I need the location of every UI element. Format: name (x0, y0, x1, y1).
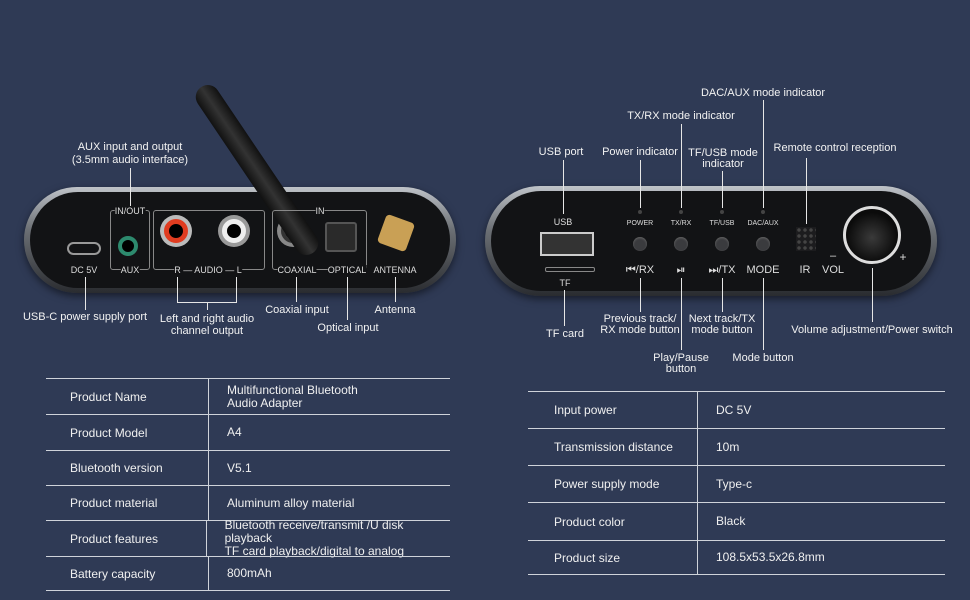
spec-value: DC 5V (697, 392, 751, 428)
annotation-antenna: Antenna (374, 304, 416, 316)
spec-key: Product material (70, 496, 158, 510)
tf-label: TF (559, 278, 571, 288)
dc-5v-label: DC 5V (70, 265, 98, 275)
spec-value: V5.1 (208, 451, 252, 485)
annotation-next-sub: mode button (691, 324, 753, 336)
annotation-power-indicator: Power indicator (602, 146, 678, 158)
spec-value: Multifunctional Bluetooth (227, 382, 358, 397)
play-pause-button[interactable] (674, 237, 688, 251)
antenna-label: ANTENNA (373, 265, 417, 275)
annotation-tf-card: TF card (546, 328, 584, 340)
annotation-usb-c: USB-C power supply port (22, 311, 148, 323)
annotation-prev-sub: RX mode button (600, 324, 680, 336)
table-row: Product Model A4 (46, 414, 450, 450)
tf-slot (545, 267, 595, 272)
table-row: Battery capacity 800mAh (46, 556, 450, 591)
ir-receiver (796, 227, 816, 251)
spec-key: Product Name (70, 389, 147, 404)
spec-key: Transmission distance (554, 440, 673, 454)
audio-label: R — AUDIO — L (174, 265, 242, 275)
power-led-label: POWER (626, 220, 654, 227)
optical-label: OPTICAL (327, 265, 367, 275)
annotation-tfusb-indicator-sub: indicator (702, 158, 744, 170)
annotation-optical: Optical input (317, 322, 379, 334)
mode-label: MODE (746, 264, 780, 276)
spec-key: Input power (554, 403, 617, 417)
next-tx-button[interactable] (715, 237, 729, 251)
annotation-dacaux-indicator: DAC/AUX mode indicator (700, 87, 826, 99)
annotation-remote: Remote control reception (773, 142, 897, 154)
table-row: Product material Aluminum alloy material (46, 485, 450, 520)
usb-label: USB (553, 217, 573, 227)
mode-button[interactable] (756, 237, 770, 251)
rca-left-jack (218, 215, 250, 247)
spec-table-right: Input power DC 5V Transmission distance 10… (528, 391, 945, 575)
tfusb-led-label: TF/USB (709, 220, 735, 227)
in-out-label: IN/OUT (114, 206, 146, 216)
spec-value: Aluminum alloy material (208, 486, 354, 520)
spec-value: Type-c (697, 466, 752, 502)
table-row: Input power DC 5V (528, 391, 945, 428)
spec-value-line2: TF card playback/digital to analog (224, 544, 405, 558)
spec-value: 800mAh (208, 557, 272, 590)
spec-value: 10m (697, 429, 739, 465)
table-row: Transmission distance 10m (528, 428, 945, 465)
spec-key: Product features (70, 531, 159, 546)
table-row: Product size 108.5x53.5x26.8mm (528, 540, 945, 575)
annotation-tfusb-indicator: TF/USB mode (688, 147, 758, 159)
annotation-play-sub: button (665, 363, 697, 375)
txrx-led-label: TX/RX (670, 220, 692, 227)
spec-key: Product Model (70, 425, 148, 440)
prev-rx-label: ⏮/RX (625, 264, 655, 276)
annotation-next: Next track/TX (688, 313, 756, 325)
spec-key: Bluetooth version (70, 461, 163, 475)
aux-label: AUX (120, 265, 140, 275)
annotation-lr: Left and right audio (159, 313, 255, 325)
spec-value-line2: Audio Adapter (227, 395, 303, 410)
ir-label: IR (799, 264, 811, 276)
volume-knob[interactable] (843, 206, 901, 264)
play-pause-label: ⏯ (676, 264, 686, 276)
spec-value: 108.5x53.5x26.8mm (697, 541, 825, 574)
annotation-volume: Volume adjustment/Power switch (791, 324, 953, 336)
annotation-usb-port: USB port (538, 146, 584, 158)
annotation-txrx-indicator: TX/RX mode indicator (627, 110, 735, 122)
in-label: IN (315, 206, 325, 216)
table-row: Product features Bluetooth receive/transm… (46, 518, 450, 558)
table-row: Bluetooth version V5.1 (46, 450, 450, 485)
rca-right-jack (160, 215, 192, 247)
coaxial-label: COAXIAL (277, 265, 317, 275)
dacaux-led-label: DAC/AUX (747, 220, 779, 227)
spec-key: Product size (554, 550, 621, 565)
annotation-coaxial: Coaxial input (265, 304, 329, 316)
aux-jack (118, 236, 138, 256)
prev-rx-button[interactable] (633, 237, 647, 251)
annotation-aux: AUX input and output (77, 141, 183, 153)
table-row: Product color Black (528, 502, 945, 540)
next-tx-label: ⏭/TX (708, 264, 736, 276)
annotation-lr-sub: channel output (170, 325, 244, 337)
vol-minus-label: – (829, 250, 837, 262)
optical-port (325, 222, 357, 252)
spec-key: Battery capacity (70, 566, 156, 581)
vol-label: VOL (821, 264, 845, 276)
vol-plus-label: + (899, 250, 907, 264)
spec-value: Black (697, 503, 745, 540)
spec-value: A4 (208, 415, 242, 450)
annotation-play: Play/Pause (653, 352, 709, 364)
spec-key: Product color (554, 514, 625, 529)
usb-port (540, 232, 594, 256)
table-row: Power supply mode Type-c (528, 465, 945, 502)
annotation-mode: Mode button (732, 352, 794, 364)
spec-key: Power supply mode (554, 477, 660, 491)
annotation-aux-sub: (3.5mm audio interface) (71, 154, 189, 166)
spec-value: Bluetooth receive/transmit /U disk playb… (224, 518, 404, 545)
annotation-prev: Previous track/ (603, 313, 677, 325)
usb-c-port (67, 242, 101, 255)
